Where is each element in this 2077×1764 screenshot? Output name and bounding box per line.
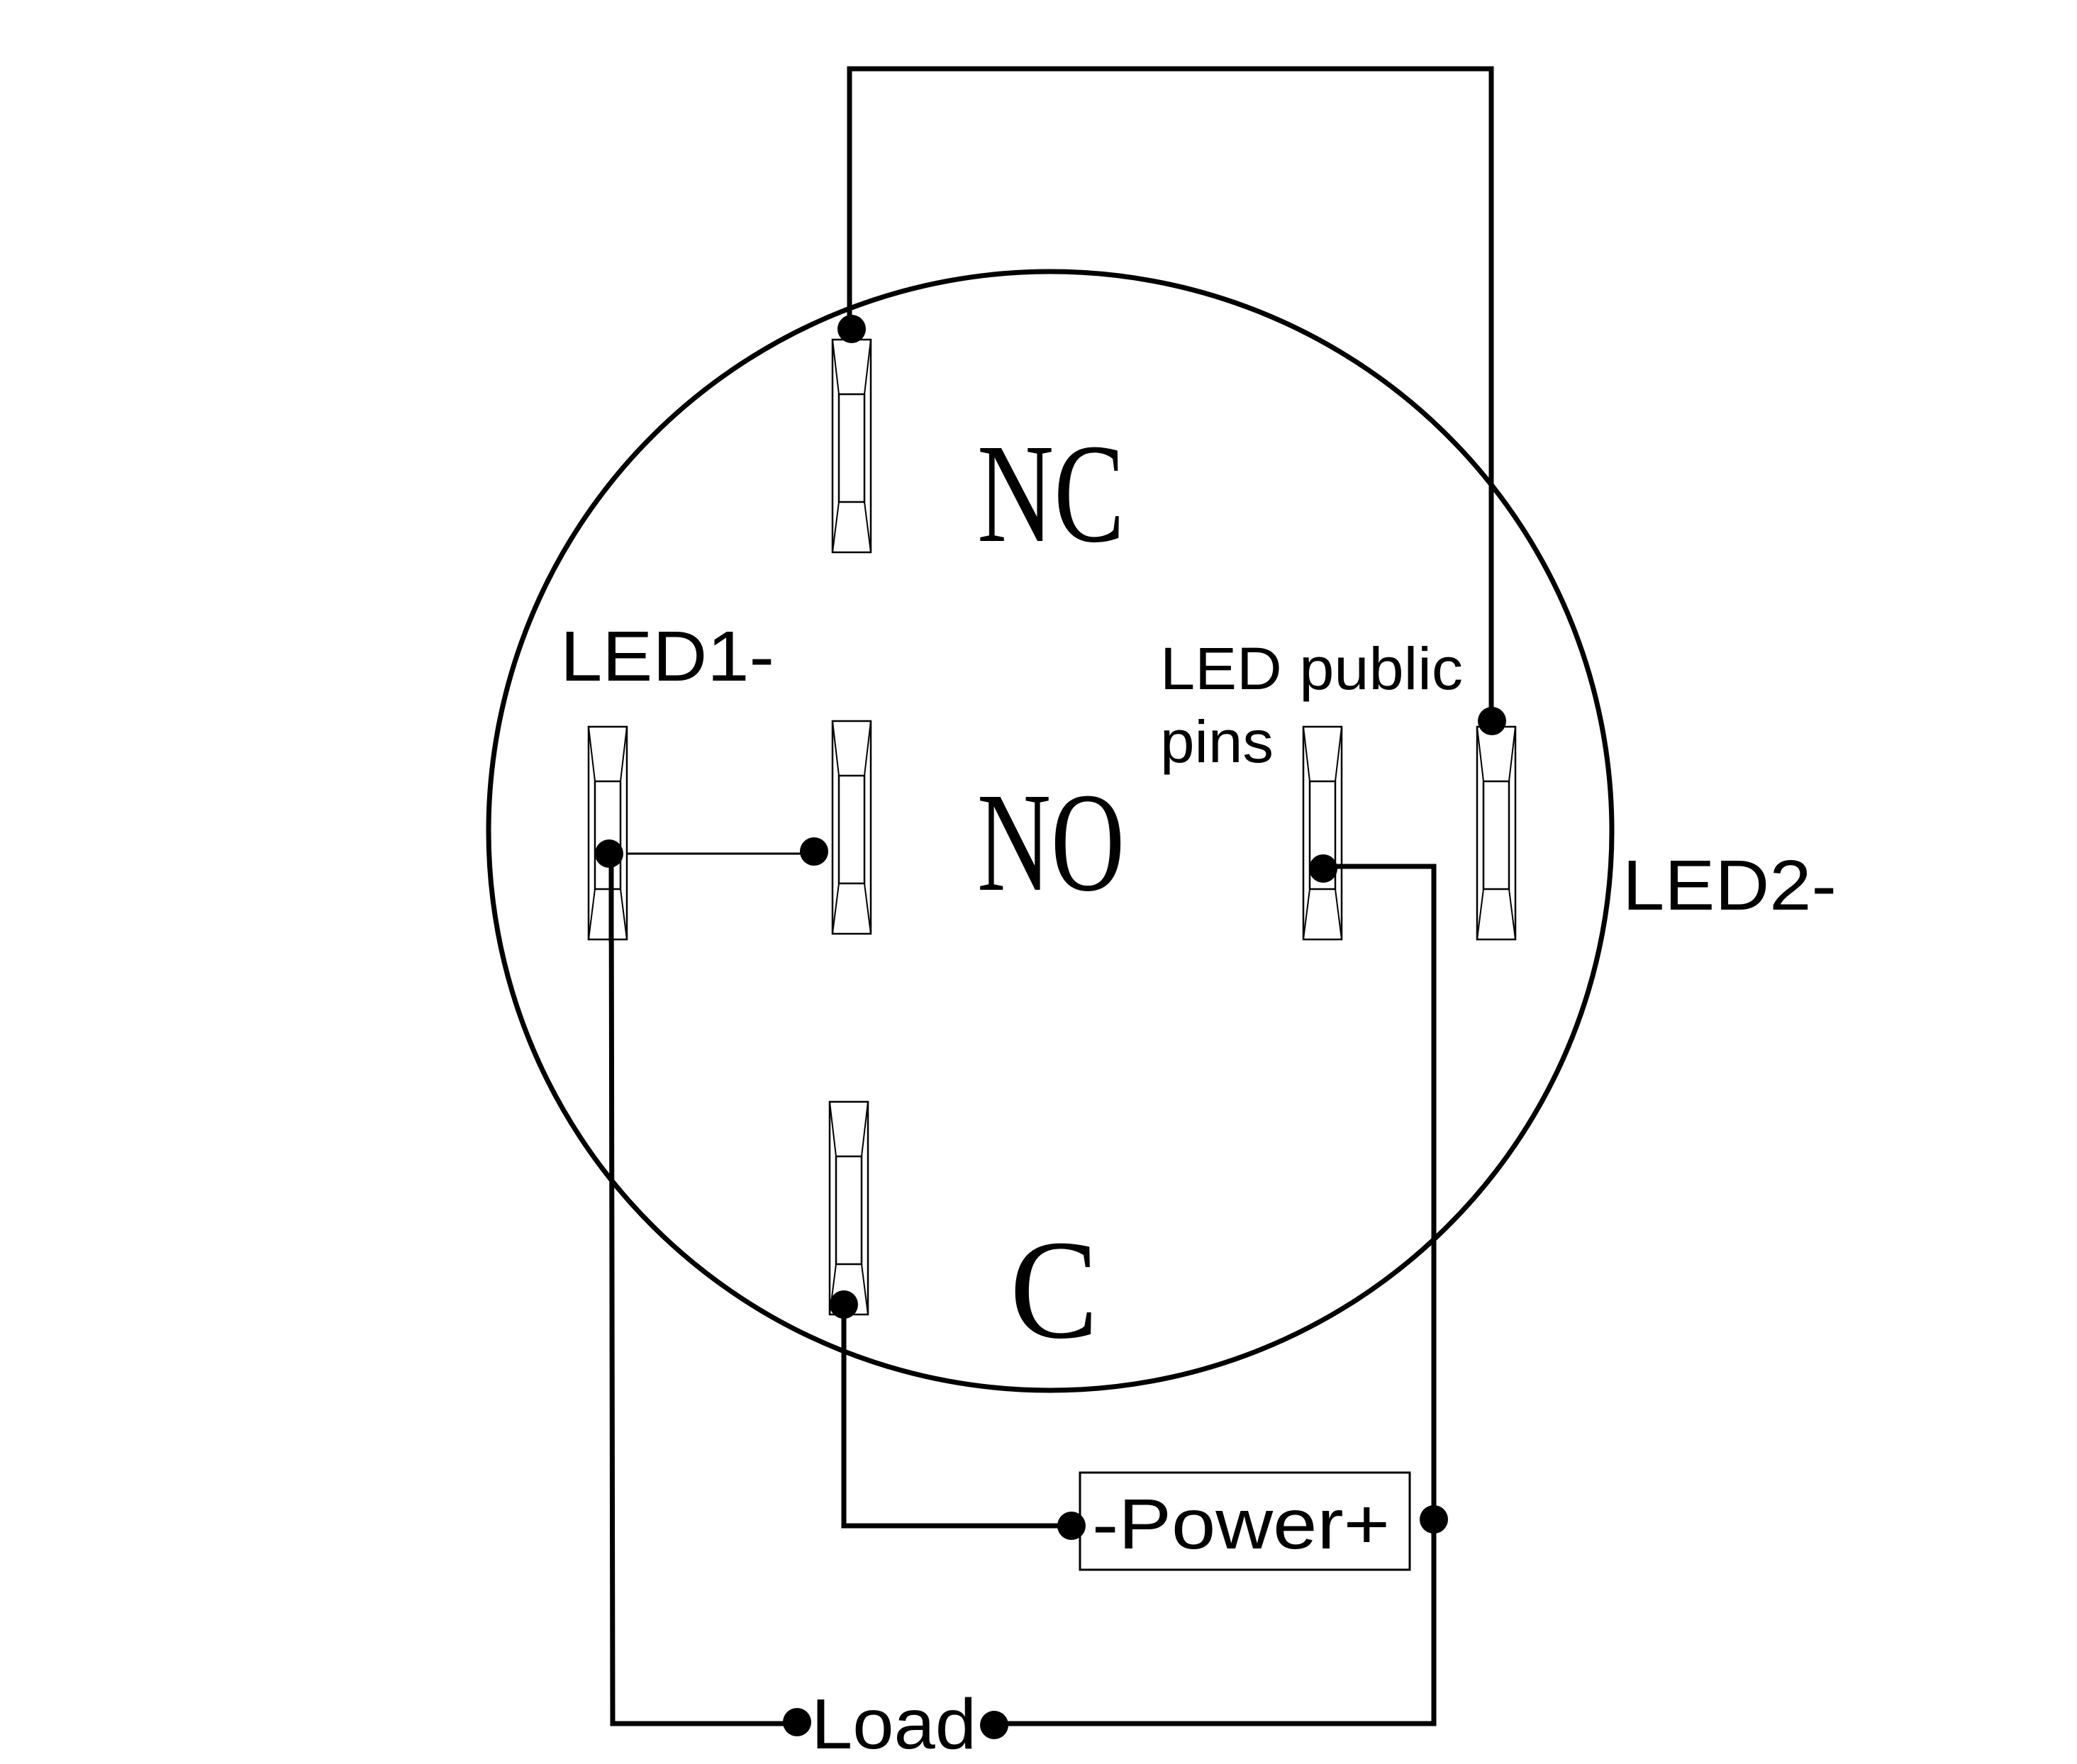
led1-label: LED1- xyxy=(560,617,774,696)
load-right-dot xyxy=(980,1711,1008,1739)
nc-terminal-dot xyxy=(837,315,866,343)
switch-body-outline xyxy=(486,269,1615,1393)
led-public-terminal-dot xyxy=(1309,854,1337,883)
led2-label: LED2- xyxy=(1622,846,1837,925)
pin-led2 xyxy=(1476,725,1517,941)
no-terminal-dot xyxy=(800,837,828,866)
power-plus-dot xyxy=(1420,1505,1448,1534)
led-public-label-line2: pins xyxy=(1160,708,1274,775)
no-label: NO xyxy=(977,764,1125,921)
led-public-label-line1: LED public xyxy=(1160,635,1463,702)
led1-to-load-wire xyxy=(608,853,800,1726)
power-box xyxy=(1079,1471,1411,1571)
load-left-dot xyxy=(783,1708,811,1736)
pin-c xyxy=(828,1100,869,1316)
pin-nc xyxy=(831,338,872,554)
nc-to-led2-wire xyxy=(847,66,1494,724)
led2-terminal-dot xyxy=(1478,707,1506,735)
nc-label: NC xyxy=(977,415,1125,572)
led1-terminal-dot xyxy=(595,839,623,868)
c-label: C xyxy=(1010,1212,1098,1368)
pin-led1 xyxy=(587,725,628,941)
power-minus-dot xyxy=(1057,1512,1086,1540)
pin-no xyxy=(831,720,872,935)
load-label: Load xyxy=(811,1685,976,1764)
c-terminal-dot xyxy=(830,1290,858,1319)
pin-led-public xyxy=(1302,725,1343,941)
common-to-power-minus-wire xyxy=(841,1301,1074,1529)
power-label: -Power+ xyxy=(1092,1485,1390,1564)
